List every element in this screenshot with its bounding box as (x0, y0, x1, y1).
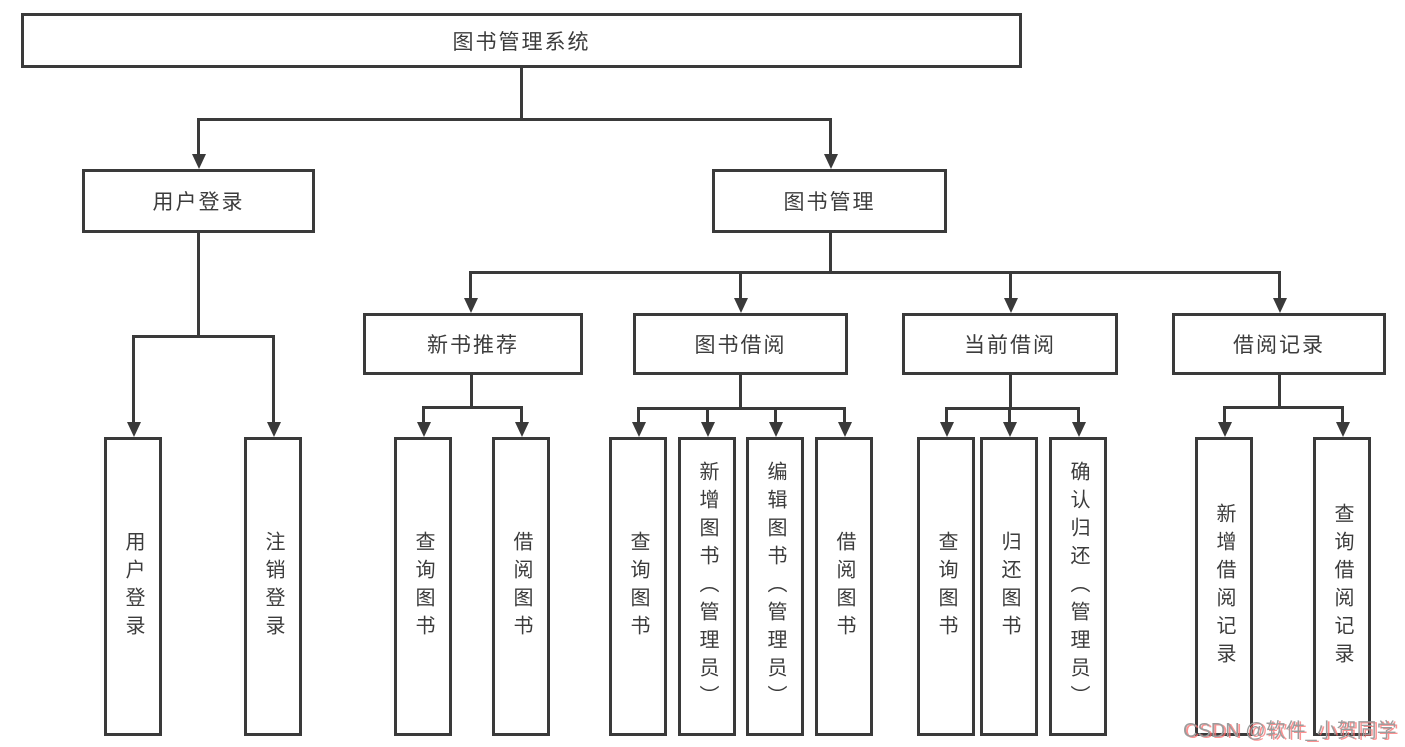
node-current-borrowing: 当前借阅 (902, 313, 1118, 375)
node-new-book-recommendation: 新书推荐 (363, 313, 583, 375)
arrow-down-icon (1278, 271, 1281, 298)
connector-stem-book-management (829, 233, 832, 271)
arrow-down-icon (197, 118, 200, 154)
arrow-down-icon (132, 335, 135, 422)
leaf-query-books-recommend: 查询图书 (394, 437, 452, 736)
node-library-management-system: 图书管理系统 (21, 13, 1022, 68)
leaf-edit-book-admin: 编辑图书（管理员） (746, 437, 804, 736)
arrow-down-icon (1008, 407, 1011, 422)
csdn-watermark: CSDN @软件_小贺同学 (1183, 720, 1397, 742)
leaf-query-books-borrowing: 查询图书 (609, 437, 667, 736)
connector-rail-root (197, 118, 832, 121)
leaf-query-books-current: 查询图书 (917, 437, 975, 736)
connector-rail-current-borrowing (945, 407, 1080, 410)
arrow-down-icon (1341, 406, 1344, 422)
connector-stem-borrowing-records (1278, 375, 1281, 406)
arrow-down-icon (774, 407, 777, 422)
connector-rail-book-management (469, 271, 1281, 274)
arrow-down-icon (829, 118, 832, 154)
node-borrowing-records: 借阅记录 (1172, 313, 1386, 375)
connector-stem-book-borrowing (739, 375, 742, 407)
leaf-user-login: 用户登录 (104, 437, 162, 736)
arrow-down-icon (272, 335, 275, 422)
arrow-down-icon (739, 271, 742, 298)
connector-rail-book-borrowing (637, 407, 846, 410)
arrow-down-icon (422, 406, 425, 422)
connector-stem-new-book (470, 375, 473, 406)
arrow-down-icon (1223, 406, 1226, 422)
arrow-down-icon (706, 407, 709, 422)
node-book-borrowing: 图书借阅 (633, 313, 848, 375)
connector-stem-current-borrowing (1009, 375, 1012, 407)
arrow-down-icon (469, 271, 472, 298)
connector-rail-borrowing-records (1223, 406, 1344, 409)
arrow-down-icon (637, 407, 640, 422)
leaf-logout: 注销登录 (244, 437, 302, 736)
leaf-confirm-return-admin: 确认归还（管理员） (1049, 437, 1107, 736)
arrow-down-icon (1077, 407, 1080, 422)
arrow-down-icon (520, 406, 523, 422)
leaf-add-book-admin: 新增图书（管理员） (678, 437, 736, 736)
arrow-down-icon (843, 407, 846, 422)
leaf-borrow-books-recommend: 借阅图书 (492, 437, 550, 736)
node-book-management: 图书管理 (712, 169, 947, 233)
arrow-down-icon (1009, 271, 1012, 298)
leaf-borrow-books-borrowing: 借阅图书 (815, 437, 873, 736)
connector-rail-new-book (422, 406, 523, 409)
leaf-query-borrow-record: 查询借阅记录 (1313, 437, 1371, 736)
connector-stem-root (520, 68, 523, 118)
node-user-login: 用户登录 (82, 169, 315, 233)
leaf-return-book: 归还图书 (980, 437, 1038, 736)
leaf-add-borrow-record: 新增借阅记录 (1195, 437, 1253, 736)
connector-rail-user-login (132, 335, 275, 338)
connector-stem-user-login (197, 233, 200, 335)
arrow-down-icon (945, 407, 948, 422)
